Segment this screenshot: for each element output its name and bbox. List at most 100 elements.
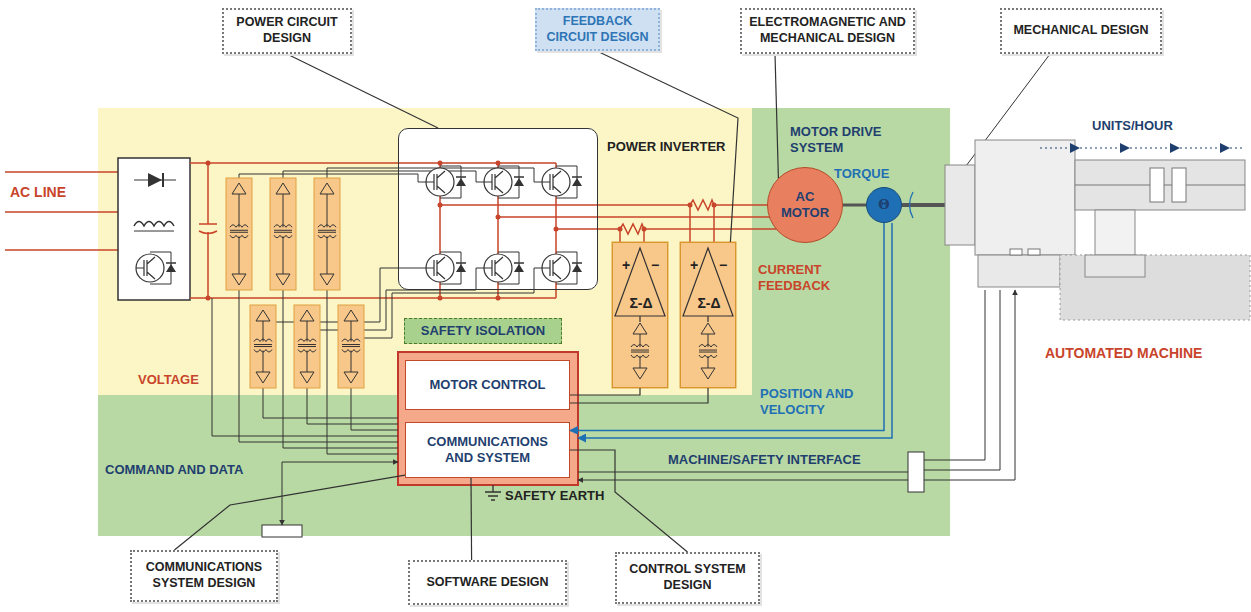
signal-label: TORQUE bbox=[834, 166, 889, 182]
node-text: SOFTWARE DESIGN bbox=[426, 575, 548, 591]
signal-label: UNITS/HOUR bbox=[1092, 118, 1173, 134]
machine-illustration bbox=[945, 140, 1250, 320]
callout-box: COMMUNICATIONS SYSTEM DESIGN bbox=[130, 550, 278, 602]
node-text: CONTROL SYSTEM DESIGN bbox=[623, 562, 752, 593]
motor-shaft bbox=[910, 192, 914, 218]
junction-dot bbox=[496, 161, 501, 166]
position-wire bbox=[578, 223, 892, 438]
igbt-symbol bbox=[542, 171, 561, 193]
diode-symbol bbox=[514, 176, 524, 178]
node-text: Σ-Δ bbox=[681, 295, 737, 312]
node-text: AC MOTOR bbox=[774, 189, 836, 220]
junction-dot bbox=[642, 227, 647, 232]
signal-label: MACHINE/SAFETY INTERFACE bbox=[668, 452, 861, 468]
diode-symbol bbox=[456, 262, 466, 264]
signal-label: CURRENT FEEDBACK bbox=[758, 262, 853, 293]
diode-symbol bbox=[514, 178, 524, 186]
rectifier-block bbox=[134, 231, 174, 232]
diode-symbol bbox=[514, 264, 524, 272]
callout-box: MECHANICAL DESIGN bbox=[1000, 8, 1162, 54]
node-text: − bbox=[651, 257, 659, 274]
node-text: COMMUNICATIONS AND SYSTEM bbox=[412, 434, 563, 465]
callout-box: SOFTWARE DESIGN bbox=[408, 560, 567, 605]
position-wire bbox=[578, 223, 892, 438]
signal-label: COMMAND AND DATA bbox=[105, 462, 243, 478]
sigma-delta-body bbox=[612, 242, 736, 388]
leader-line bbox=[570, 223, 884, 430]
isolator-box bbox=[314, 178, 340, 290]
safety-earth-symbol bbox=[485, 485, 501, 500]
command-port bbox=[262, 525, 302, 537]
igbt-symbol bbox=[542, 254, 570, 282]
gate-wire bbox=[263, 388, 398, 430]
shaft-connector bbox=[843, 204, 866, 207]
ac-line-wire bbox=[5, 172, 118, 250]
interface-wire bbox=[578, 290, 1015, 492]
safety-earth-symbol bbox=[485, 485, 501, 500]
signal-label: AC LINE bbox=[10, 184, 66, 201]
isolation-bar: SAFETY ISOLATION bbox=[404, 318, 562, 344]
control-box: COMMUNICATIONS AND SYSTEM bbox=[405, 422, 570, 478]
rectifier-block bbox=[148, 173, 162, 187]
sigma-delta-body bbox=[612, 242, 668, 388]
machine-illustration bbox=[1172, 168, 1186, 202]
machine-illustration bbox=[945, 165, 975, 245]
isolator-box bbox=[226, 178, 252, 290]
isolator-symbol bbox=[699, 323, 717, 379]
isolator-symbol bbox=[254, 310, 272, 383]
isolator-symbol bbox=[298, 310, 316, 383]
sigma-delta-body bbox=[680, 242, 736, 388]
diode-symbol bbox=[572, 178, 582, 186]
igbt-symbol bbox=[484, 257, 503, 279]
machine-illustration bbox=[1085, 255, 1145, 277]
diode-symbol bbox=[572, 176, 582, 178]
igbt-symbol bbox=[426, 168, 454, 196]
dc-bus bbox=[620, 205, 714, 242]
node-text: MOTOR CONTROL bbox=[429, 377, 545, 393]
node-text: Σ-Δ bbox=[613, 295, 669, 312]
junction-dot bbox=[206, 296, 211, 301]
node-text: MECHANICAL DESIGN bbox=[1013, 23, 1148, 39]
diode-symbol bbox=[456, 178, 466, 186]
component-symbols bbox=[136, 166, 717, 388]
junction-dot bbox=[688, 203, 693, 208]
node-text: FEEDBACK CIRCUIT DESIGN bbox=[543, 14, 652, 45]
throughput-arrows bbox=[1070, 143, 1230, 153]
machine-illustration bbox=[1075, 160, 1245, 210]
interface-wire bbox=[578, 472, 908, 480]
isolator-box bbox=[338, 305, 364, 388]
isolator-box bbox=[294, 305, 320, 388]
leader-line bbox=[174, 475, 405, 550]
callout-box: POWER CIRCUIT DESIGN bbox=[222, 8, 352, 54]
sigma-delta-box: + − Σ-Δ bbox=[612, 242, 668, 388]
isolator-symbol bbox=[631, 323, 649, 379]
machine-illustration bbox=[1095, 210, 1135, 255]
node-text: SAFETY ISOLATION bbox=[421, 323, 545, 339]
gate-wire bbox=[212, 298, 398, 436]
rectifier-block bbox=[134, 222, 174, 227]
rectifier-block bbox=[162, 173, 164, 187]
igbt-symbol bbox=[426, 254, 454, 282]
gate-wire bbox=[212, 168, 542, 454]
machine-label: AUTOMATED MACHINE bbox=[1045, 345, 1202, 362]
dc-bus bbox=[190, 163, 556, 298]
interface-wire bbox=[908, 452, 924, 492]
motor-circle: AC MOTOR bbox=[767, 167, 843, 243]
junction-dot bbox=[496, 215, 501, 220]
node-text: + bbox=[622, 257, 630, 274]
isolator-box bbox=[270, 178, 296, 290]
node-text: Θ bbox=[878, 197, 889, 213]
machine-illustration bbox=[1150, 168, 1164, 202]
junction-dot bbox=[496, 296, 501, 301]
leader-line bbox=[570, 388, 708, 403]
machine-illustration bbox=[978, 255, 1060, 287]
signal-label: SAFETY EARTH bbox=[505, 488, 604, 504]
signal-label: VOLTAGE bbox=[138, 372, 199, 388]
node-text: − bbox=[719, 257, 727, 274]
igbt-symbol bbox=[426, 257, 445, 279]
region-fill bbox=[98, 108, 950, 536]
interface-wire bbox=[924, 290, 1015, 480]
diode-symbol bbox=[572, 264, 582, 272]
